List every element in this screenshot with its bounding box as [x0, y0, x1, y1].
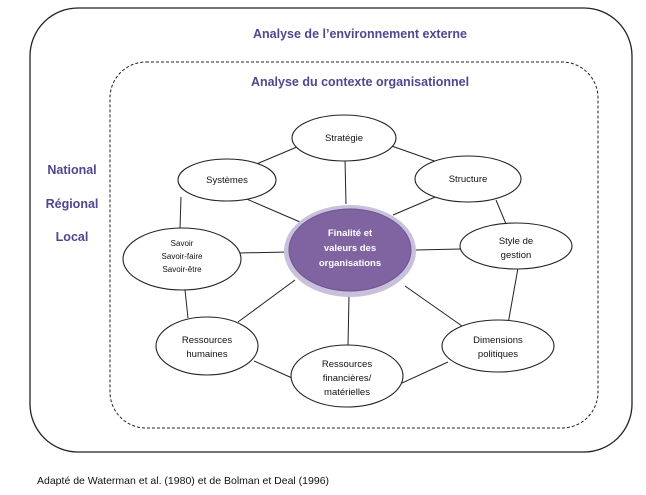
node-dimensions-politiques: Dimensions politiques [441, 319, 555, 373]
center-label-line: Finalité et [328, 228, 373, 239]
inner-context-frame [109, 61, 599, 429]
node-label-line: matérielles [324, 387, 370, 398]
node-ellipse [290, 344, 404, 408]
node-ressources-humaines: Ressources humaines [155, 316, 259, 376]
source-caption: Adapté de Waterman et al. (1980) et de B… [37, 475, 329, 487]
level-regional: Régional [46, 197, 99, 211]
ring-line [401, 361, 449, 384]
ring-line [179, 196, 182, 229]
node-label-line: gestion [501, 250, 532, 261]
center-node: Finalité et valeurs des organisations [284, 205, 416, 297]
node-label-line: Style de [499, 236, 533, 247]
node-ressources-financieres: Ressources financières/ matérielles [290, 344, 404, 408]
node-label-line: Systèmes [206, 175, 248, 186]
spoke-line [344, 158, 347, 205]
outer-environment-frame [29, 7, 633, 453]
spoke-line [414, 248, 462, 251]
spoke-line [238, 251, 289, 254]
inner-context-title: Analyse du contexte organisationnel [251, 75, 469, 89]
node-label-line: Stratégie [325, 133, 363, 144]
spoke-line [347, 295, 350, 346]
node-ellipse [122, 227, 242, 291]
node-label-line: politiques [478, 349, 518, 360]
ring-line [385, 143, 441, 164]
node-structure: Structure [414, 155, 522, 203]
level-national: National [47, 163, 96, 177]
node-ellipse [155, 316, 259, 376]
node-label-line: humaines [186, 349, 227, 360]
center-label-line: valeurs des [324, 243, 376, 254]
node-ellipse [459, 222, 573, 270]
node-label-line: Savoir [171, 239, 194, 248]
ring-line [507, 267, 519, 325]
ring-line [253, 360, 293, 379]
node-label-line: financières/ [323, 373, 372, 384]
center-label-line: organisations [319, 258, 381, 269]
node-label-line: Savoir-être [162, 265, 202, 274]
spoke-line [237, 279, 296, 323]
node-savoir: Savoir Savoir-faire Savoir-être [122, 227, 242, 291]
node-label-line: Ressources [182, 335, 232, 346]
center-ellipse-inner [288, 208, 412, 292]
level-local: Local [56, 230, 89, 244]
ring-line [184, 289, 189, 319]
node-ellipse [414, 155, 522, 203]
node-strategie: Stratégie [291, 114, 397, 162]
node-label-line: Dimensions [473, 335, 523, 346]
node-ellipse [291, 114, 397, 162]
node-label-line: Structure [449, 174, 488, 185]
node-label-line: Ressources [322, 359, 372, 370]
node-ellipse [441, 319, 555, 373]
node-ellipse [177, 158, 277, 202]
node-systemes: Systèmes [177, 158, 277, 202]
ring-line [495, 199, 507, 225]
node-label-line: Savoir-faire [162, 252, 203, 261]
node-style-de-gestion: Style de gestion [459, 222, 573, 270]
spoke-line [404, 285, 463, 327]
outer-environment-title: Analyse de l’environnement externe [253, 27, 467, 41]
spoke-line [392, 194, 441, 216]
